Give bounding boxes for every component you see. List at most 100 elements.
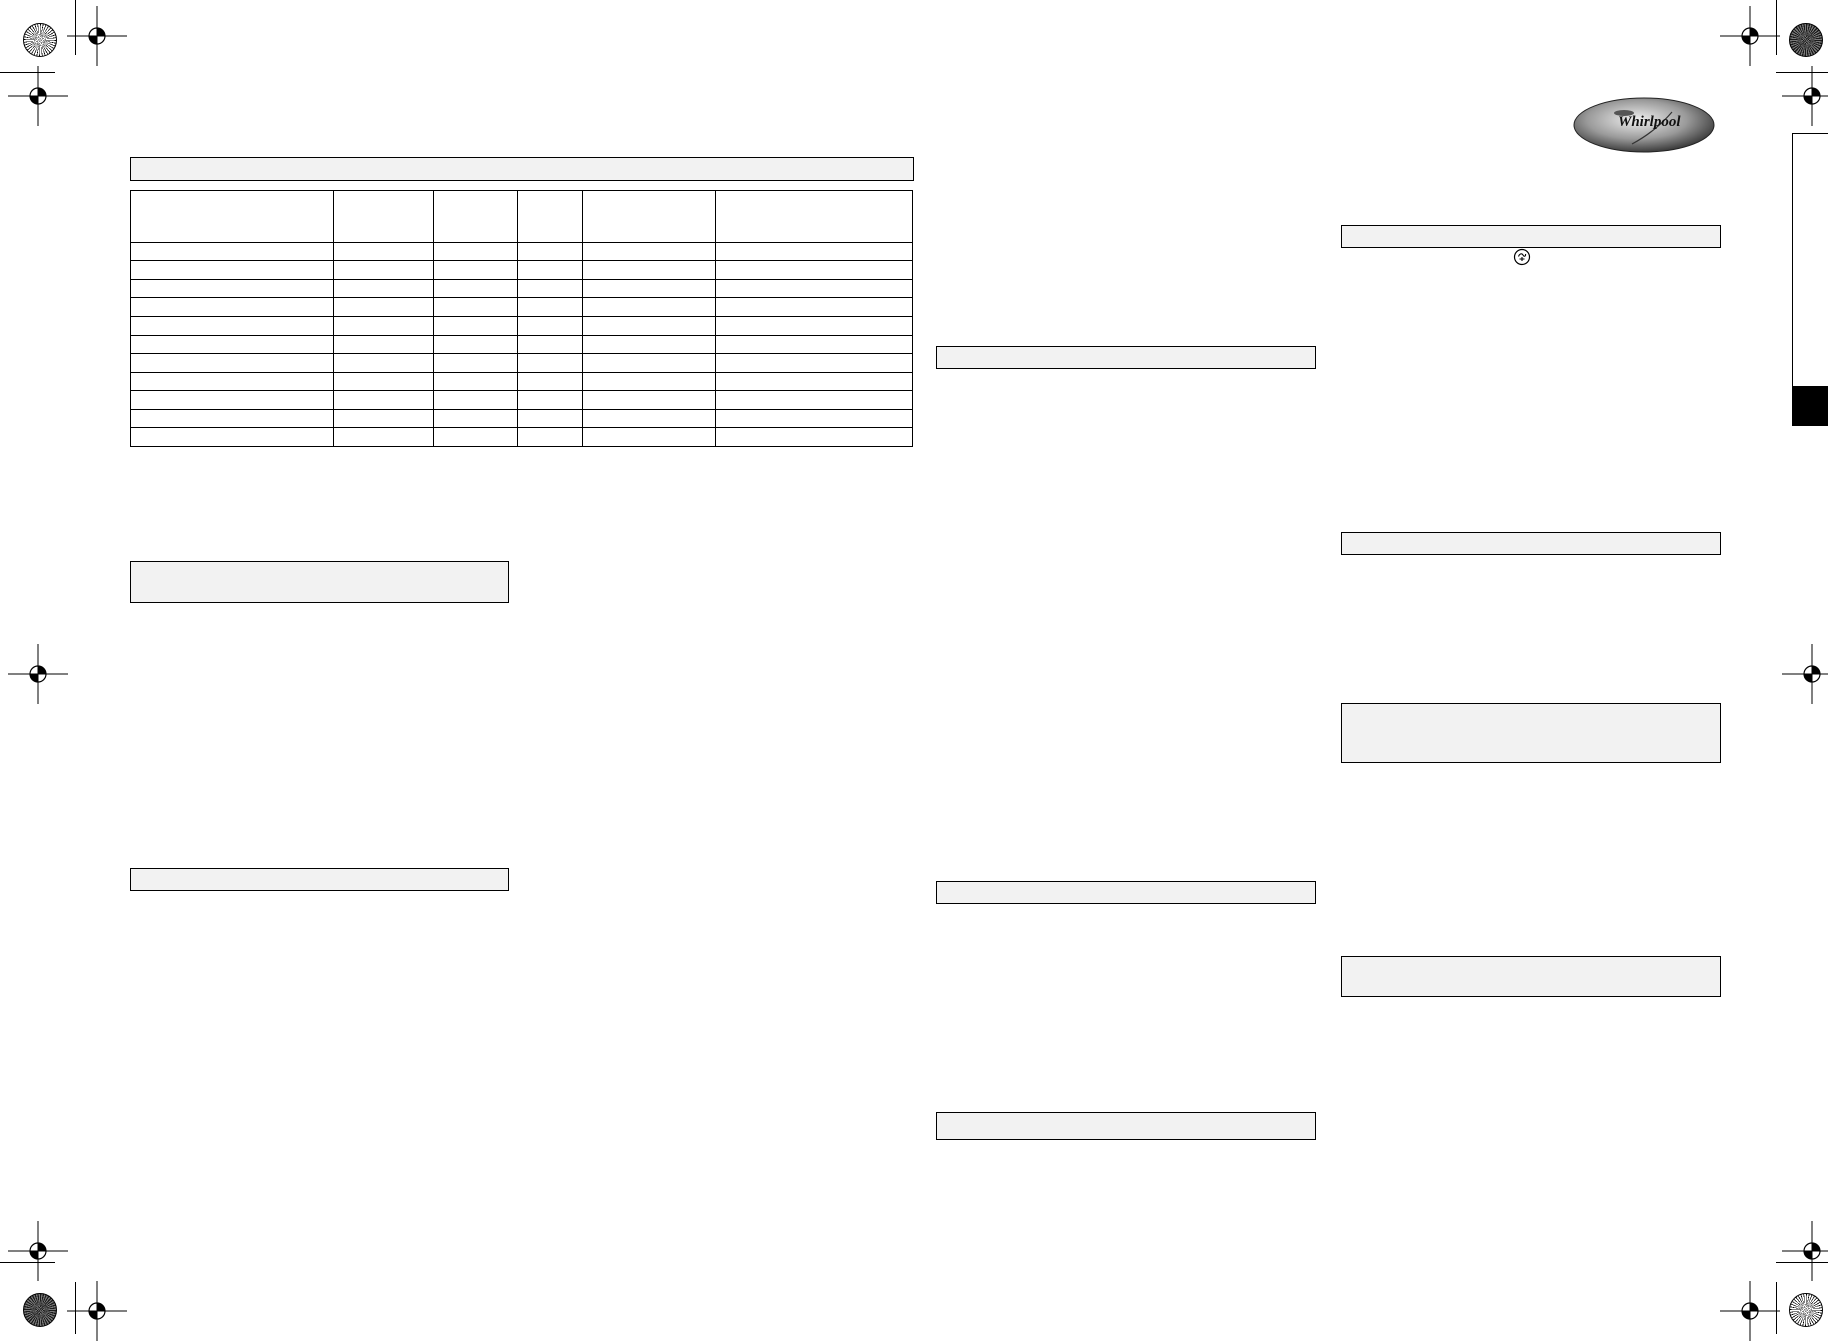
table-cell [582,334,716,355]
table-cell [517,278,583,299]
table-row [130,297,913,317]
table-cell [582,315,716,336]
table-header-cell [517,190,583,243]
crop-line [0,72,55,73]
table-row [130,315,913,336]
table-cell [582,241,716,262]
table-cell [433,241,518,262]
section-heading-box [1341,225,1721,248]
table-row [130,371,913,392]
table-cell [582,278,716,299]
table-cell [517,371,583,392]
table-cell [715,371,913,392]
table-cell [130,315,334,336]
section-heading-box [130,561,509,603]
table-cell [333,371,434,392]
table-cell [517,408,583,429]
table-cell [715,334,913,355]
registration-mark-bottom-right-icon [1720,1281,1780,1341]
registration-mark-top-left-icon [67,6,127,66]
table-cell [333,297,434,317]
table-cell [715,241,913,262]
table-cell [715,297,913,317]
table-cell [333,408,434,429]
table-cell [433,427,518,447]
table-cell [582,371,716,392]
crop-line [1776,1262,1828,1263]
table-header-row [130,190,913,243]
table-cell [433,390,518,410]
registration-mark-left-upper-icon [8,66,68,126]
registration-mark-left-lower-icon [8,1221,68,1281]
table-cell [582,408,716,429]
table-cell [130,371,334,392]
table-cell [517,353,583,373]
table-cell [130,353,334,373]
table-header-cell [715,190,913,243]
table-cell [517,241,583,262]
table-header-cell [130,190,334,243]
table-cell [517,390,583,410]
table-cell [333,334,434,355]
table-cell [715,408,913,429]
table-cell [517,297,583,317]
table-cell [517,334,583,355]
table-cell [517,315,583,336]
table-cell [130,334,334,355]
registration-mark-right-upper-icon [1782,66,1828,126]
section-heading-box [936,346,1316,369]
table-row [130,353,913,373]
table-cell [130,260,334,280]
table-cell [517,260,583,280]
section-heading-box [130,868,509,891]
side-tab-frame [1792,133,1828,426]
table-cell [715,390,913,410]
crop-line [1776,0,1777,55]
table-cell [582,260,716,280]
table-cell [715,315,913,336]
section-heading-box [936,1112,1316,1140]
registration-mark-right-middle-icon [1782,644,1828,704]
table-row [130,408,913,429]
crop-line [1776,72,1828,73]
table-cell [582,353,716,373]
section-heading-box [1341,956,1721,997]
appliance-symbol-icon [1513,248,1531,266]
table-header-cell [582,190,716,243]
registration-mark-bottom-left-icon [67,1281,127,1341]
table-cell [517,427,583,447]
table-cell [333,260,434,280]
table-cell [433,315,518,336]
table-cell [333,278,434,299]
section-heading-box [1341,703,1721,763]
logo-text: Whirlpool [1618,114,1681,130]
spec-table [130,190,913,447]
table-cell [333,390,434,410]
starburst-icon [23,23,57,57]
table-header-cell [433,190,518,243]
table-row [130,260,913,280]
crop-line [1776,1282,1777,1334]
table-row [130,334,913,355]
table-cell [433,297,518,317]
section-heading-box [936,881,1316,904]
table-cell [715,427,913,447]
starburst-icon [1789,1293,1823,1327]
registration-mark-left-middle-icon [8,644,68,704]
table-row [130,241,913,262]
table-cell [433,353,518,373]
table-cell [715,278,913,299]
crop-line [75,1282,76,1334]
section-heading-box [130,157,914,181]
table-header-cell [333,190,434,243]
table-cell [130,390,334,410]
starburst-icon [23,1293,57,1327]
table-cell [130,408,334,429]
table-cell [715,353,913,373]
registration-mark-top-right-icon [1720,6,1780,66]
table-cell [582,427,716,447]
registration-mark-right-lower-icon [1782,1221,1828,1281]
table-cell [130,427,334,447]
crop-line [0,1262,55,1263]
table-cell [333,315,434,336]
